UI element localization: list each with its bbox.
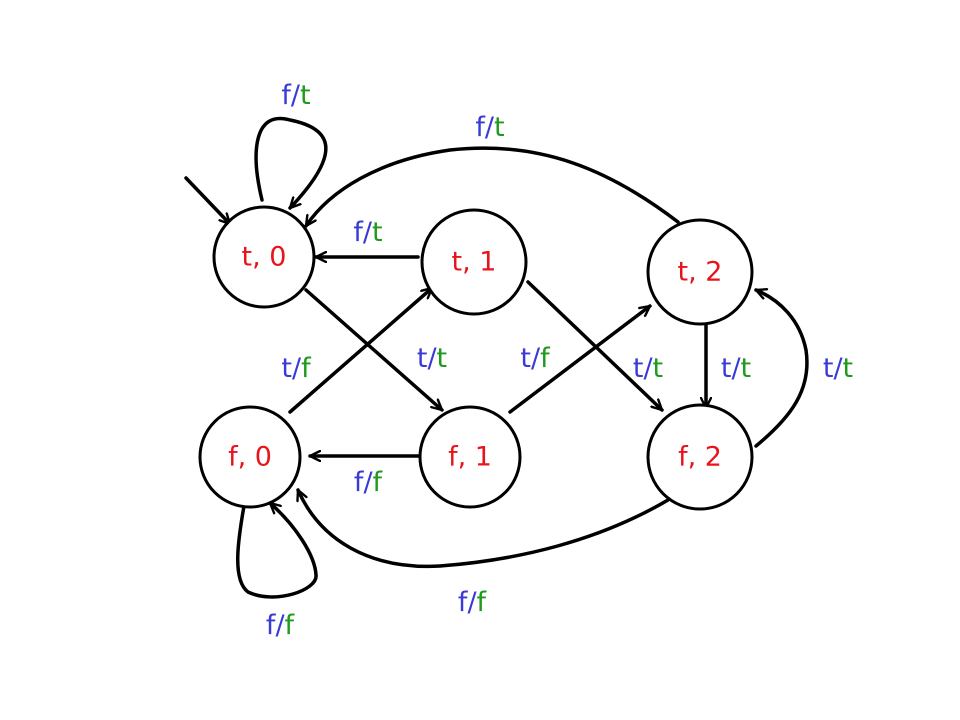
- edge-t0-self: [254, 116, 328, 210]
- edge-label-t2-f2: t/t: [721, 353, 751, 384]
- state-t0-label: t, 0: [242, 242, 287, 273]
- edge-label-f0-t1: t/f: [281, 353, 312, 384]
- edge-f0-self: [236, 501, 318, 599]
- state-f0: f, 0: [198, 405, 302, 509]
- state-t2: t, 2: [646, 218, 754, 326]
- edge-label-f1-f0: f/f: [354, 467, 384, 498]
- edge-labels: f/t f/t f/t t/f t/t t/f t/t t/t t/t f/f: [266, 80, 853, 641]
- edge-f2-f0: [296, 488, 670, 569]
- edge-t1-f2: [526, 280, 664, 412]
- state-t0-circle: [212, 205, 316, 309]
- edge-label-t1-t0: f/t: [353, 217, 382, 248]
- state-f0-circle: [198, 405, 302, 509]
- edge-label-f0-self: f/f: [266, 610, 296, 641]
- state-f1-circle: [418, 405, 522, 509]
- state-t2-circle: [646, 218, 754, 326]
- edge-label-t0-self: f/t: [281, 80, 310, 111]
- edge-label-t2-t0: f/t: [475, 112, 504, 143]
- edge-label-f2-t2: t/t: [823, 353, 853, 384]
- state-f1-label: f, 1: [448, 442, 492, 473]
- edge-label-f2-f0: f/f: [458, 587, 488, 618]
- edge-f0-t1: [288, 286, 434, 414]
- state-f2-circle: [646, 403, 754, 511]
- state-t0: t, 0: [212, 205, 316, 309]
- edge-label-f1-t2: t/f: [520, 343, 551, 374]
- edge-label-t0-f1: t/t: [417, 343, 447, 374]
- nodes: t, 0 t, 1 t, 2 f, 0 f, 1 f, 2: [198, 205, 754, 511]
- state-t1: t, 1: [420, 208, 528, 316]
- state-t2-label: t, 2: [678, 257, 723, 288]
- start-arrow: [184, 176, 232, 226]
- state-f0-label: f, 0: [228, 442, 272, 473]
- state-t1-label: t, 1: [452, 247, 497, 278]
- edge-f2-t2: [754, 290, 809, 448]
- edge-t2-t0: [304, 146, 680, 228]
- state-t1-circle: [420, 208, 528, 316]
- state-f2-label: f, 2: [678, 442, 722, 473]
- state-f1: f, 1: [418, 405, 522, 509]
- edges: [184, 116, 809, 599]
- edge-t0-f1: [304, 288, 444, 412]
- edge-label-t1-f2: t/t: [633, 353, 663, 384]
- state-f2: f, 2: [646, 403, 754, 511]
- edge-f1-t2: [508, 304, 652, 414]
